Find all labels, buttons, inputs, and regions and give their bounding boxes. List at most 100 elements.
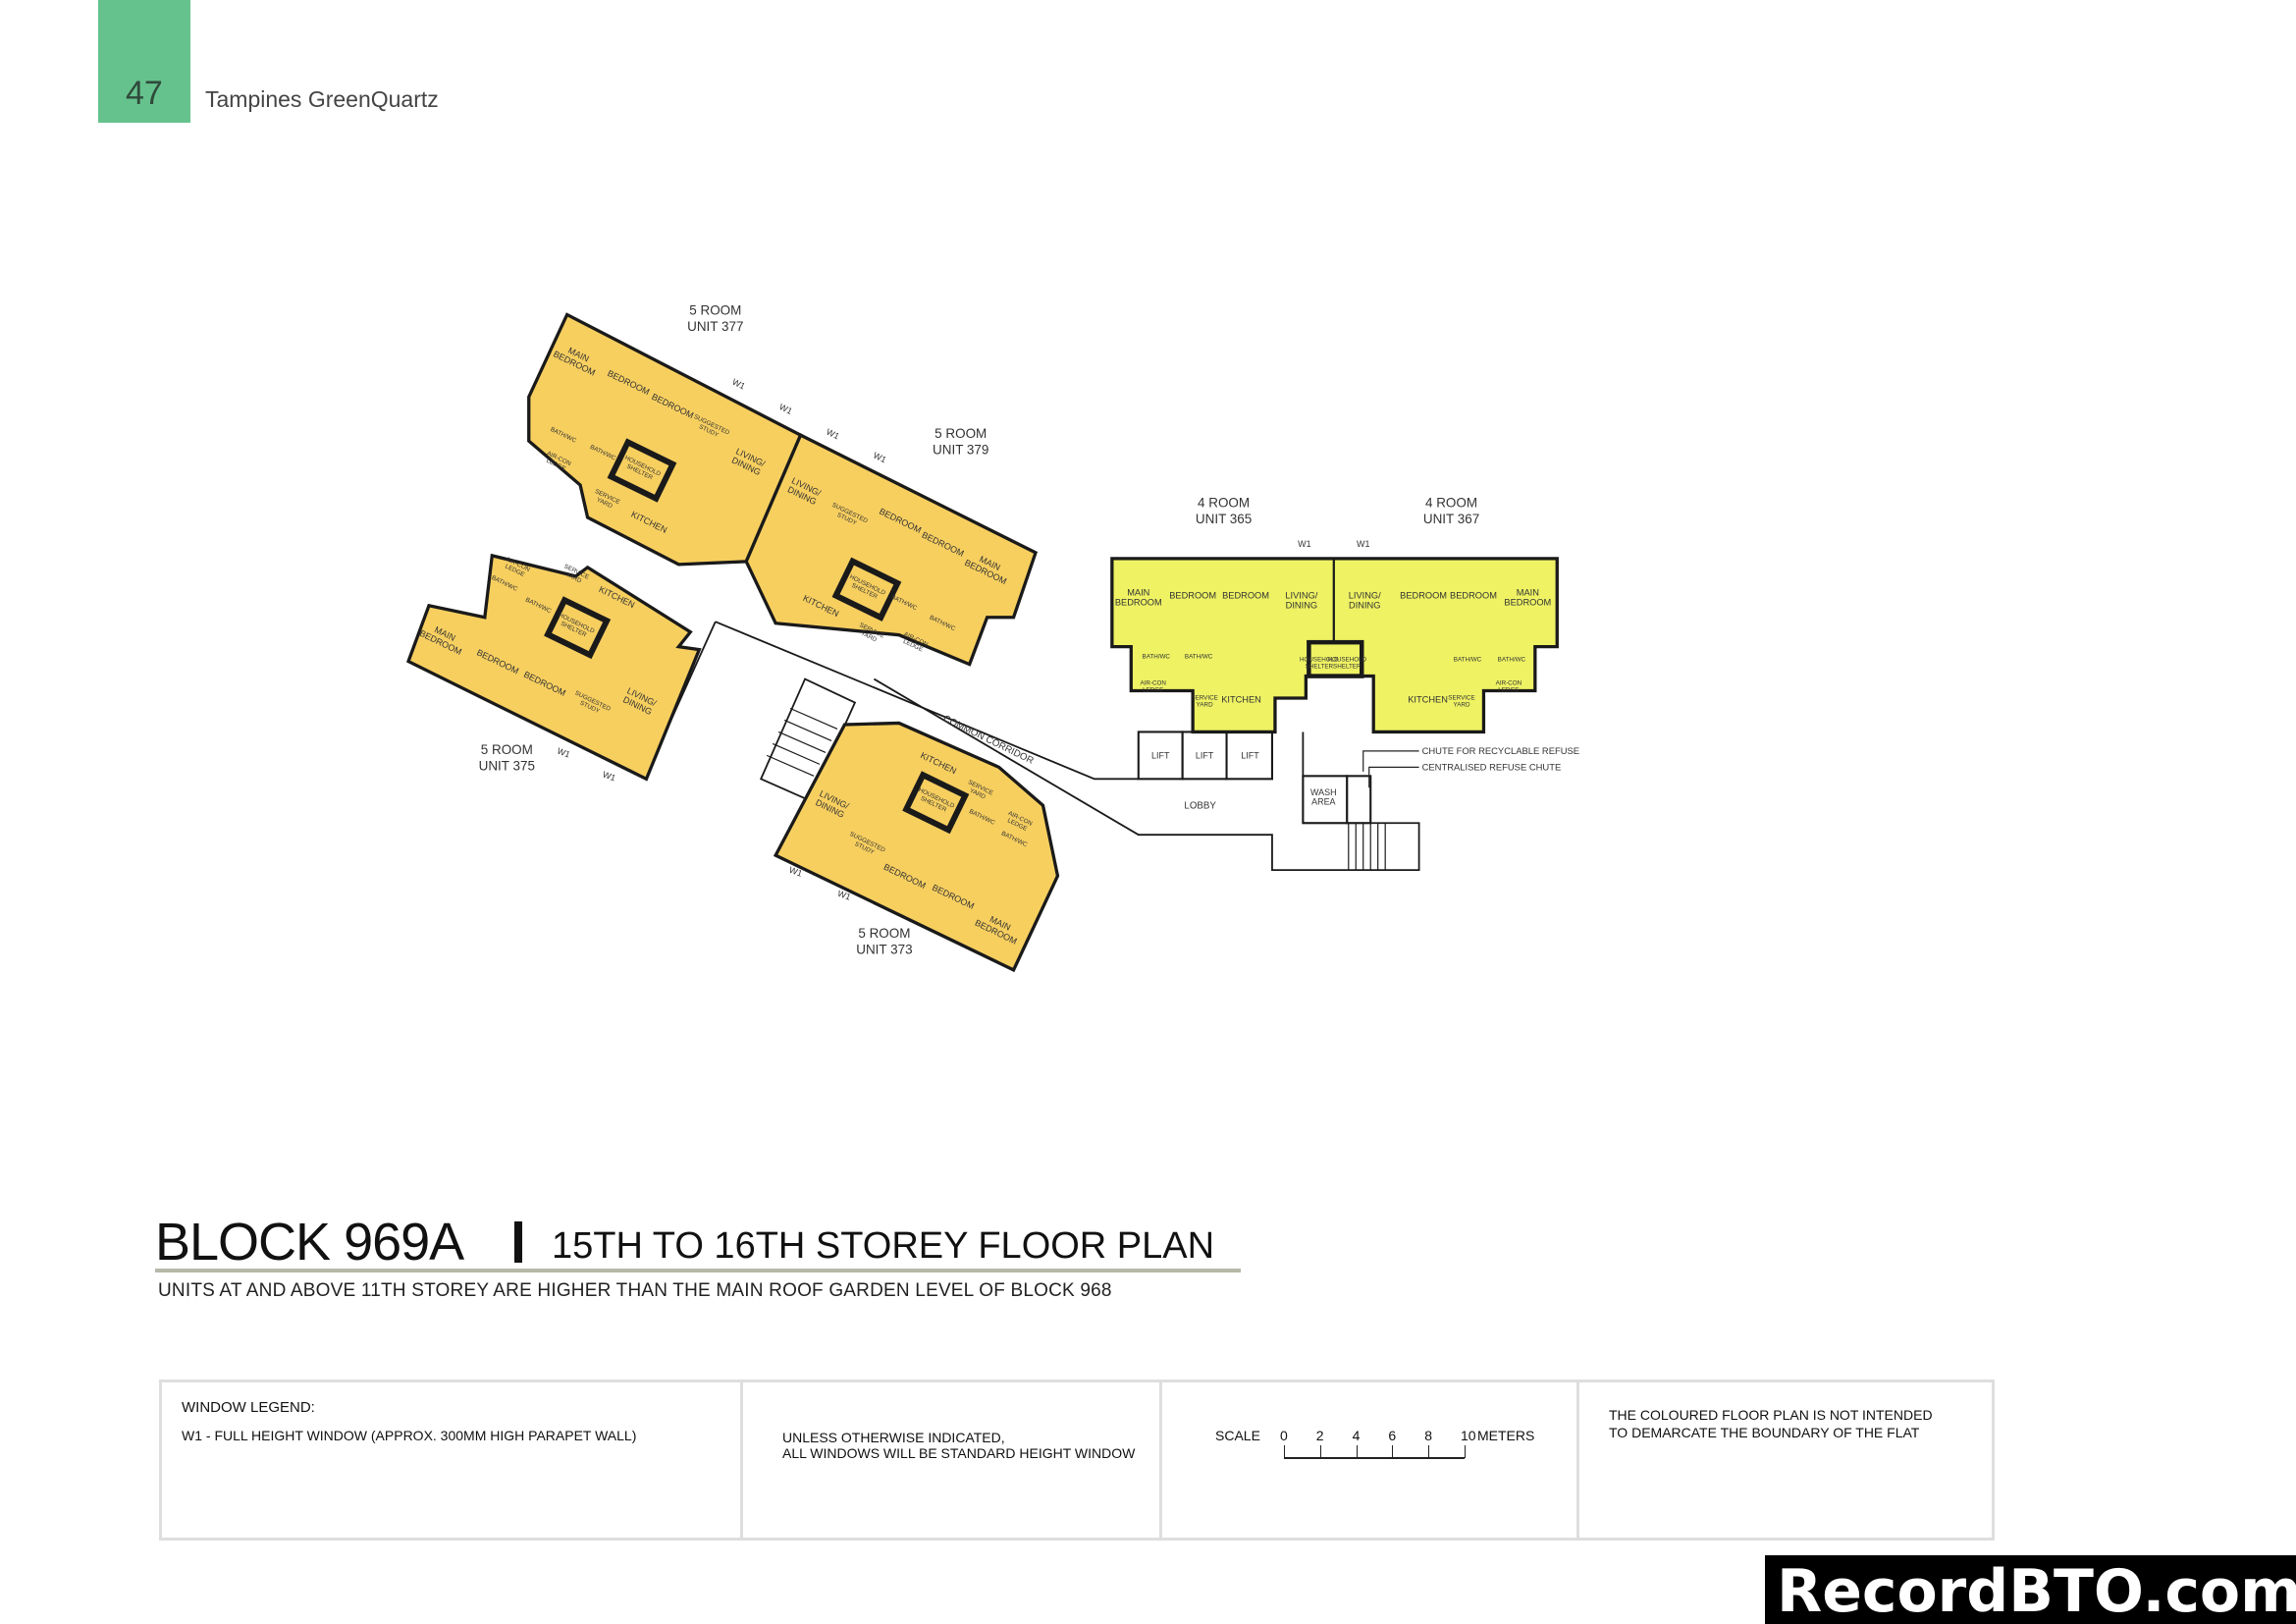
room-label: LIVING/DINING [1285, 590, 1317, 610]
scale-unit: METERS [1477, 1428, 1535, 1443]
unit-379-outline [744, 432, 1039, 667]
room-label: BATH/WC [1454, 657, 1482, 664]
unit-number-label: UNIT 375 [479, 758, 535, 773]
window-w1-tag: W1 [556, 746, 571, 760]
scale-tick-label: 2 [1315, 1428, 1324, 1443]
lift-core [1137, 731, 1372, 825]
stair-steps-left [766, 707, 838, 777]
page-number-tab [98, 0, 190, 123]
w1-description: W1 - FULL HEIGHT WINDOW (APPROX. 300MM H… [182, 1428, 637, 1443]
room-label: BATH/WC [1143, 654, 1171, 661]
room-label: BEDROOM [1222, 590, 1269, 600]
unit-type-label: 4 ROOM [1425, 495, 1477, 510]
lift-shaft [1181, 731, 1228, 781]
room-label: BEDROOM [1400, 590, 1447, 600]
scale-tick-label: 10 [1461, 1428, 1476, 1443]
window-legend-heading: WINDOW LEGEND: [182, 1399, 315, 1416]
unit-type-label: 5 ROOM [858, 926, 910, 941]
window-w1-tag: W1 [1357, 539, 1369, 549]
title-separator [514, 1221, 522, 1263]
unit-number-label: UNIT 367 [1423, 512, 1479, 526]
stair-steps-right [1348, 823, 1386, 871]
window-w1-tag: W1 [872, 450, 887, 464]
household-shelter-block [831, 557, 902, 622]
standard-window-line1: UNLESS OTHERWISE INDICATED, [782, 1430, 1005, 1445]
lift-shaft [1225, 731, 1274, 781]
room-label: BATH/WC [1498, 657, 1526, 664]
scale-tick-label: 8 [1424, 1428, 1432, 1443]
household-shelter-block [544, 596, 612, 660]
lift-label: LIFT [1151, 750, 1170, 760]
wash-area-room [1302, 775, 1349, 825]
refuse-chute-box [1346, 775, 1372, 825]
unit-number-label: UNIT 373 [856, 942, 912, 956]
window-legend-cell: WINDOW LEGEND: W1 - FULL HEIGHT WINDOW (… [162, 1382, 743, 1538]
room-label: KITCHEN [1408, 695, 1448, 705]
window-w1-tag: W1 [1298, 539, 1310, 549]
window-w1-tag: W1 [836, 889, 852, 902]
window-w1-tag: W1 [825, 427, 840, 442]
watermark-logo: RecordBTO.com [1765, 1555, 2296, 1624]
room-label: BEDROOM [1169, 590, 1216, 600]
scale-tick [1319, 1445, 1321, 1458]
window-w1-tag: W1 [777, 402, 793, 416]
scale-tick [1284, 1445, 1285, 1458]
lobby-label: LOBBY [1184, 800, 1216, 811]
chute-central-label: CENTRALISED REFUSE CHUTE [1422, 761, 1562, 772]
unit-number-label: UNIT 377 [687, 319, 743, 334]
household-shelter-block [1307, 639, 1364, 678]
storey-note: UNITS AT AND ABOVE 11TH STOREY ARE HIGHE… [158, 1280, 1112, 1301]
scale-tick [1356, 1445, 1358, 1458]
window-w1-tag: W1 [602, 770, 617, 784]
room-label: KITCHEN [1221, 695, 1261, 705]
disclaimer-line1: THE COLOURED FLOOR PLAN IS NOT INTENDED [1609, 1407, 1933, 1423]
scale-bar-line [1284, 1457, 1465, 1459]
lift-label: LIFT [1241, 750, 1259, 760]
page-number: 47 [126, 75, 163, 112]
unit-type-label: 5 ROOM [481, 742, 533, 757]
scale-tick-label: 4 [1352, 1428, 1361, 1443]
window-w1-tag: W1 [730, 377, 746, 392]
unit-type-label: 5 ROOM [689, 302, 741, 317]
household-shelter-block [607, 438, 677, 503]
room-label: LIVING/DINING [1349, 590, 1381, 610]
scale-tick [1428, 1445, 1430, 1458]
plan-title: 15TH TO 16TH STOREY FLOOR PLAN [552, 1225, 1215, 1267]
chute-leaders [1362, 750, 1419, 788]
legend-box: WINDOW LEGEND: W1 - FULL HEIGHT WINDOW (… [159, 1380, 1995, 1541]
scale-tick-label: 6 [1388, 1428, 1397, 1443]
scale-tick [1392, 1445, 1394, 1458]
unit-375-outline [405, 553, 702, 782]
unit-type-label: 5 ROOM [934, 426, 987, 441]
lift-shaft [1137, 731, 1184, 781]
household-shelter-block [902, 771, 970, 835]
unit-type-label: 4 ROOM [1198, 495, 1250, 510]
title-rule [155, 1269, 1241, 1272]
disclaimer-line2: TO DEMARCATE THE BOUNDARY OF THE FLAT [1609, 1425, 1920, 1440]
standard-window-line2: ALL WINDOWS WILL BE STANDARD HEIGHT WIND… [782, 1445, 1136, 1461]
scale-label: SCALE [1215, 1428, 1260, 1443]
unit-373-outline [773, 721, 1060, 973]
window-w1-tag: W1 [788, 865, 804, 879]
chute-recyclable-label: CHUTE FOR RECYCLABLE REFUSE [1422, 745, 1579, 756]
standard-window-cell: UNLESS OTHERWISE INDICATED, ALL WINDOWS … [743, 1382, 1162, 1538]
scale-tick [1465, 1445, 1466, 1458]
lift-label: LIFT [1196, 750, 1214, 760]
unit-number-label: UNIT 379 [933, 443, 988, 458]
room-label: BEDROOM [1450, 590, 1497, 600]
disclaimer-cell: THE COLOURED FLOOR PLAN IS NOT INTENDED … [1579, 1382, 1995, 1538]
room-label: BATH/WC [1185, 654, 1213, 661]
unit-number-label: UNIT 365 [1196, 512, 1252, 526]
